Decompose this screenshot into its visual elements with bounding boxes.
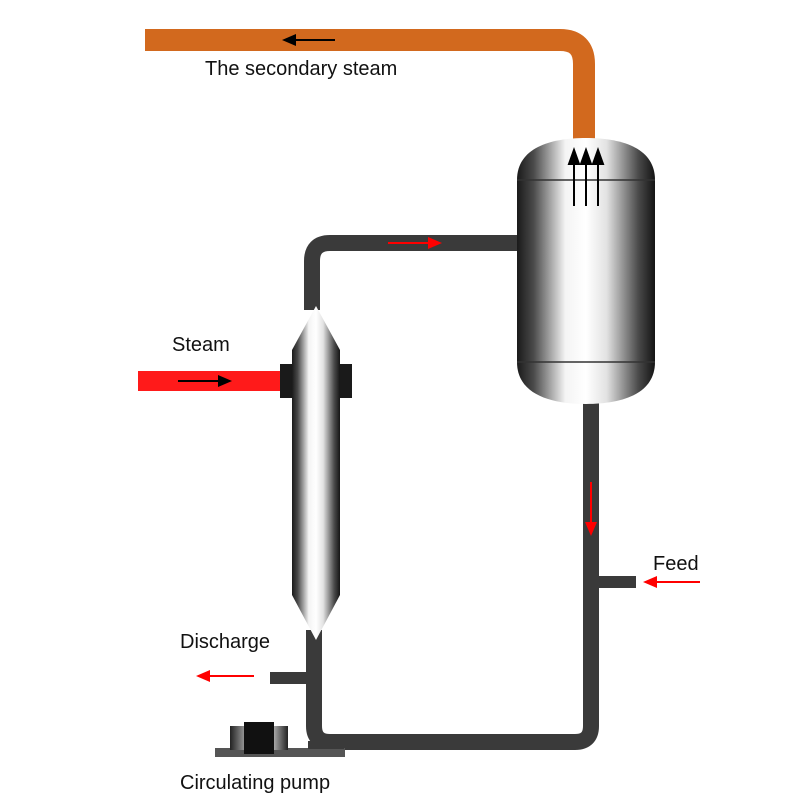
feed-flow-arrow <box>643 576 700 588</box>
steam-flow-arrow <box>178 375 232 387</box>
vapor-flow-arrows <box>567 147 605 206</box>
downcomer-flow-arrow <box>585 482 597 536</box>
secondary-steam-flow-arrow <box>282 34 335 46</box>
secondary-steam-pipe <box>145 29 595 140</box>
circulating-pump <box>215 722 345 757</box>
circulation-pipe <box>304 235 599 750</box>
separator-vessel <box>517 138 655 404</box>
discharge-flow-arrow <box>196 670 254 682</box>
discharge-label: Discharge <box>180 631 270 653</box>
circulating-pump-label: Circulating pump <box>180 772 330 794</box>
heat-exchanger <box>280 306 352 640</box>
steam-label: Steam <box>172 334 230 356</box>
feed-label: Feed <box>653 553 699 575</box>
top-loop-flow-arrow <box>388 237 442 249</box>
secondary-steam-label: The secondary steam <box>205 58 397 80</box>
